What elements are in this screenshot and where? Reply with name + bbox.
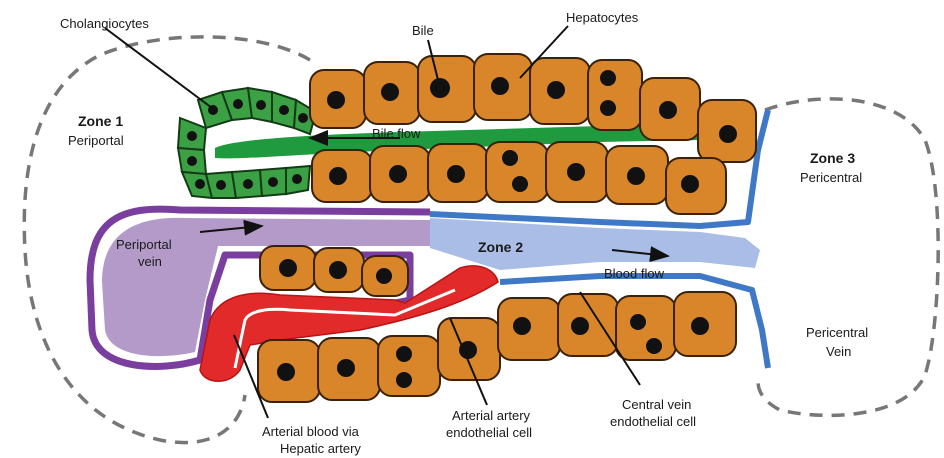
label-zone1-title: Zone 1	[78, 113, 123, 129]
label-zone3-title: Zone 3	[810, 150, 855, 166]
label-pericentral-vein-1: Pericentral	[806, 325, 868, 340]
label-central-endo-1: Central vein	[622, 397, 691, 412]
zone3-outline	[758, 99, 938, 416]
label-arterial-endo-2: endothelial cell	[446, 425, 532, 440]
label-central-endo-2: endothelial cell	[610, 414, 696, 429]
label-cholangiocytes: Cholangiocytes	[60, 16, 149, 31]
label-zone3-sub: Pericentral	[800, 170, 862, 185]
label-periportal-vein-2: vein	[138, 254, 162, 269]
label-arterial-endo-1: Arterial artery	[452, 408, 531, 423]
label-bile: Bile	[412, 23, 434, 38]
label-zone1-sub: Periportal	[68, 133, 124, 148]
label-arterial-blood-2: Hepatic artery	[280, 441, 361, 456]
label-hepatocytes: Hepatocytes	[566, 10, 639, 25]
hepatocytes-middle-row	[312, 142, 726, 214]
label-pericentral-vein-2: Vein	[826, 344, 851, 359]
label-periportal-vein-1: Periportal	[116, 237, 172, 252]
label-blood-flow: Blood flow	[604, 266, 665, 281]
label-arterial-blood-1: Arterial blood via	[262, 424, 360, 439]
label-bile-flow: Bile flow	[372, 126, 421, 141]
label-zone2: Zone 2	[478, 239, 523, 255]
